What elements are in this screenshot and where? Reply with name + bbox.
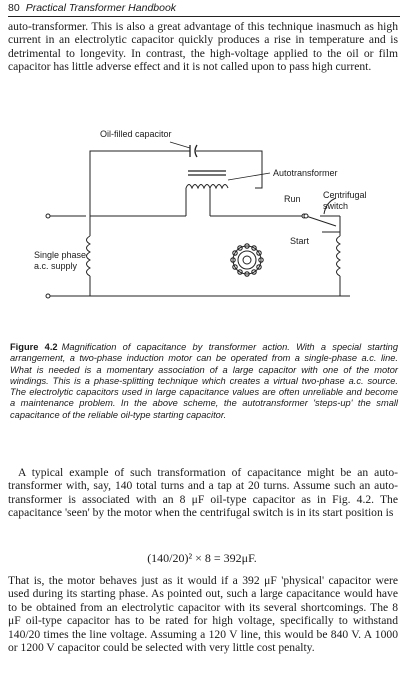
caption-text: Magnification of capacitance by transfor… [10, 342, 398, 420]
paragraph-1: auto-transformer. This is also a great a… [8, 20, 398, 74]
capacitor-pointer [169, 141, 191, 149]
wire-capacitor-right [196, 150, 263, 189]
left-terminal-bottom [45, 293, 51, 299]
figure-number: Figure 4.2 [10, 342, 58, 352]
label-oil-capacitor: Oil-filled capacitor [100, 129, 172, 139]
supply-winding [86, 235, 92, 277]
switch-pivot [303, 213, 309, 219]
page-number: 80 [8, 2, 20, 14]
left-terminal-top [45, 213, 51, 219]
label-supply-line1: Single phase [34, 250, 87, 260]
capacitor-plate-right [194, 144, 198, 158]
motor-winding-right [336, 235, 342, 277]
circuit-diagram: Oil-filled capacitor Autotransformer Run… [34, 118, 367, 336]
motor-rotor [230, 243, 264, 277]
paragraph-3: That is, the motor behaves just as it wo… [8, 574, 398, 655]
running-header: 80 Practical Transformer Handbook [8, 2, 400, 17]
autotransformer-coil [185, 184, 229, 190]
autotransformer-pointer [227, 172, 271, 181]
equation: (140/20)² × 8 = 392μF. [147, 551, 257, 565]
label-start: Start [290, 236, 310, 246]
paragraph-2: A typical example of such transformation… [8, 466, 398, 520]
label-centrifugal: Centrifugal [323, 190, 367, 200]
circuit-schematic [45, 141, 350, 299]
running-title: Practical Transformer Handbook [25, 2, 177, 14]
wire-capacitor-left [89, 150, 190, 200]
label-switch: switch [323, 201, 349, 211]
label-run: Run [284, 194, 301, 204]
switch-blade [305, 215, 337, 227]
label-supply-line2: a.c. supply [34, 261, 78, 271]
centrifugal-arrow [323, 197, 337, 215]
wire-autotransformer-left [89, 200, 186, 217]
label-autotransformer: Autotransformer [273, 168, 338, 178]
